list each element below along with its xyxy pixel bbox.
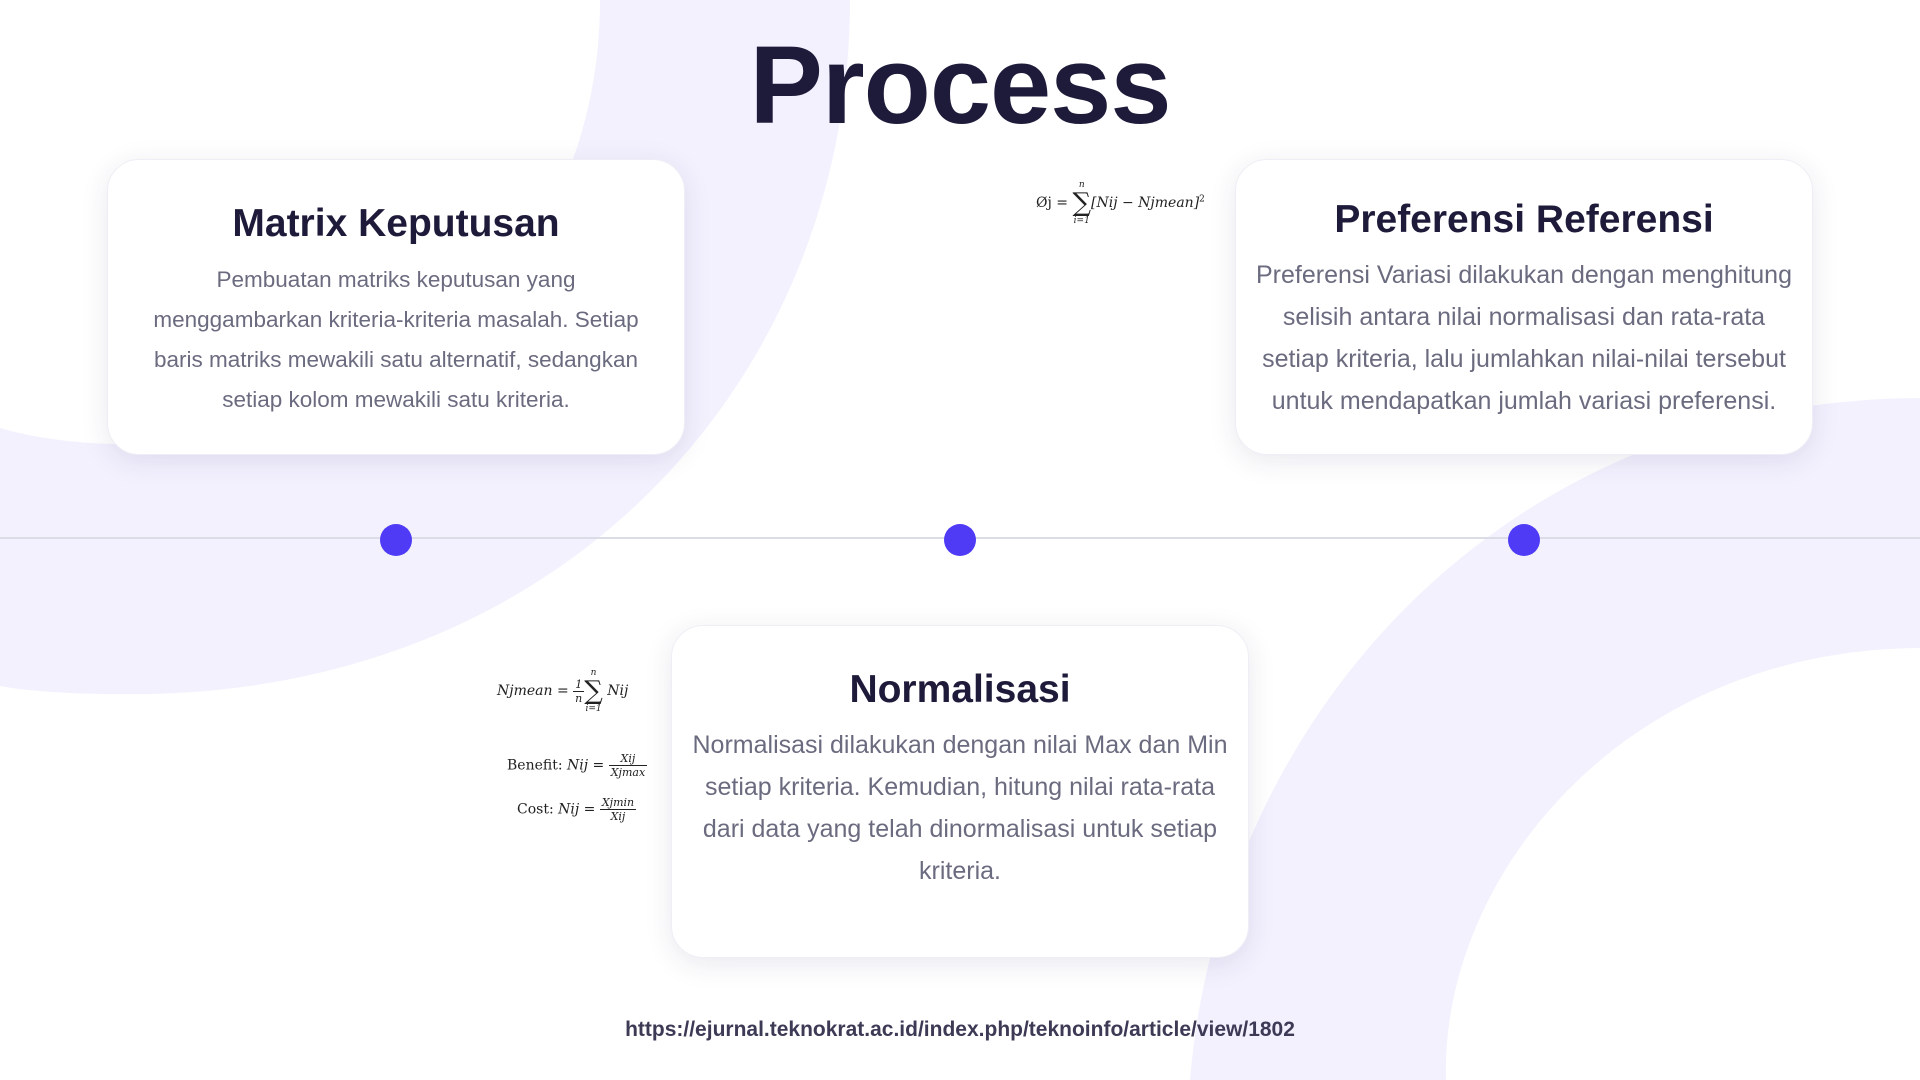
- card-matrix-body: Pembuatan matriks keputusan yang menggam…: [153, 267, 639, 412]
- card-normalisasi: Normalisasi Normalisasi dilakukan dengan…: [671, 625, 1249, 958]
- formula-cost: Cost: Nij = Xjmin Xij: [517, 796, 637, 823]
- fraction-numerator: 1: [573, 678, 585, 692]
- formula-preferensi-variasi: Øj = n ∑ i=1 [Nij − Njmean]2: [1036, 180, 1205, 226]
- sigma-symbol: n ∑ i=1: [584, 668, 603, 714]
- card-preferensi-referensi: Preferensi Referensi Preferensi Variasi …: [1235, 159, 1813, 455]
- timeline-dot-1: [380, 524, 412, 556]
- page-title: Process: [749, 24, 1171, 147]
- card-preferensi-body: Preferensi Variasi dilakukan dengan meng…: [1256, 261, 1792, 415]
- formula-phi-lhs: Øj =: [1036, 195, 1068, 211]
- card-normalisasi-heading: Normalisasi: [849, 668, 1071, 711]
- sigma-top: n: [1078, 180, 1085, 190]
- formula-benefit-lhs: Nij =: [567, 757, 605, 774]
- fraction-denominator: Xij: [610, 810, 626, 823]
- source-link[interactable]: https://ejurnal.teknokrat.ac.id/index.ph…: [625, 1018, 1295, 1041]
- background-arc-right: [1190, 398, 1920, 1080]
- formula-benefit-label: Benefit:: [507, 757, 563, 774]
- timeline-dot-2: [944, 524, 976, 556]
- card-normalisasi-body: Normalisasi dilakukan dengan nilai Max d…: [692, 731, 1228, 885]
- sigma-bottom: i=1: [1073, 216, 1090, 226]
- card-matrix-keputusan: Matrix Keputusan Pembuatan matriks keput…: [107, 159, 685, 455]
- sigma-glyph: ∑: [584, 676, 603, 706]
- sigma-top: n: [590, 668, 597, 678]
- sigma-bottom: i=1: [585, 704, 602, 714]
- formula-phi-body: [Nij − Njmean]: [1091, 195, 1200, 211]
- fraction-denominator: Xjmax: [610, 766, 646, 779]
- fraction-numerator: Xjmin: [599, 796, 637, 810]
- formula-njmean-fraction: 1 n: [573, 678, 585, 705]
- timeline-dot-3: [1508, 524, 1540, 556]
- fraction-denominator: n: [575, 691, 583, 705]
- card-preferensi-heading: Preferensi Referensi: [1334, 198, 1714, 241]
- formula-benefit: Benefit: Nij = Xij Xjmax: [507, 752, 648, 779]
- formula-cost-fraction: Xjmin Xij: [599, 796, 637, 823]
- fraction-numerator: Xij: [608, 752, 648, 766]
- sigma-symbol: n ∑ i=1: [1072, 180, 1091, 226]
- formula-njmean: Njmean = 1 n n ∑ i=1 Nij: [497, 668, 628, 714]
- formula-benefit-fraction: Xij Xjmax: [608, 752, 648, 779]
- formula-njmean-body: Nij: [607, 683, 629, 699]
- formula-cost-lhs: Nij =: [558, 801, 596, 818]
- formula-njmean-lhs: Njmean =: [497, 683, 569, 699]
- formula-phi-power: 2: [1199, 194, 1205, 205]
- sigma-glyph: ∑: [1072, 188, 1092, 218]
- formula-cost-label: Cost:: [517, 801, 554, 818]
- card-matrix-heading: Matrix Keputusan: [232, 202, 560, 245]
